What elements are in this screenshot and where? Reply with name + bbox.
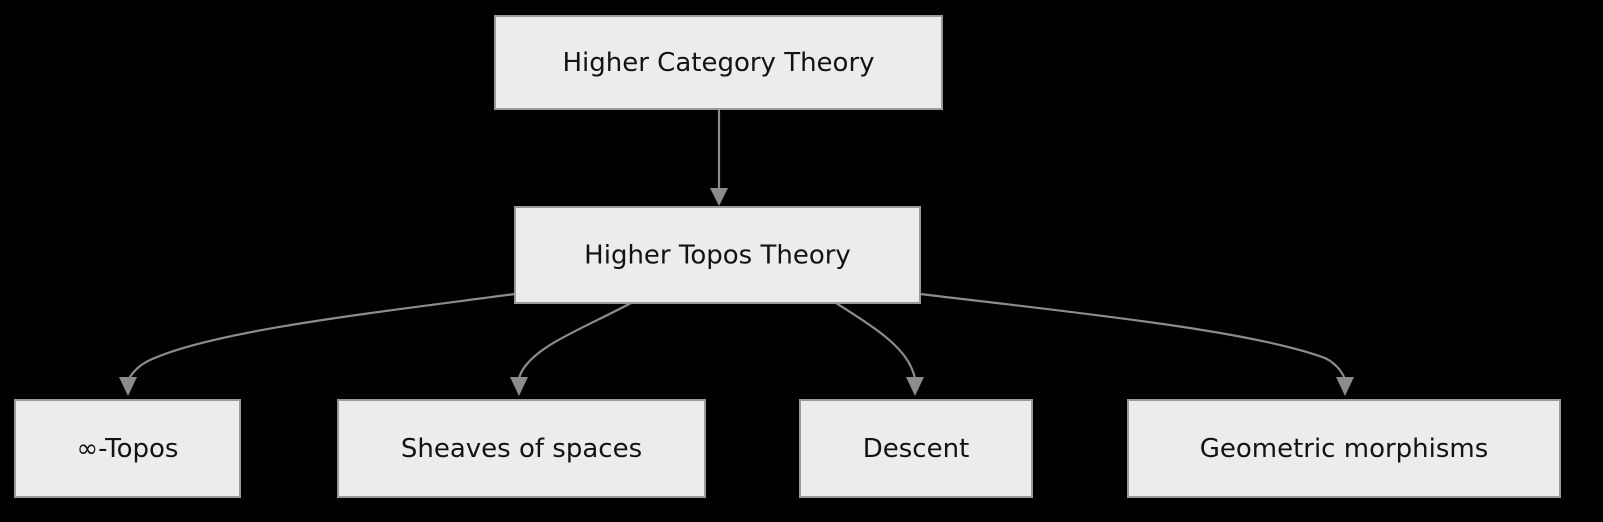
arrowhead-icon	[119, 377, 137, 396]
node-box[interactable]	[337, 399, 706, 498]
flow-node-sheaves-of-spaces[interactable]: Sheaves of spaces	[337, 399, 706, 498]
node-label: Higher Topos Theory	[584, 241, 851, 271]
flow-node-higher-category-theory[interactable]: Higher Category Theory	[494, 15, 943, 110]
edge-line	[127, 292, 516, 381]
arrowhead-icon	[710, 188, 728, 206]
flow-node-infinity-topos[interactable]: ∞-Topos	[14, 399, 241, 498]
node-label: Geometric morphisms	[1200, 434, 1489, 464]
edge-line	[919, 292, 1347, 381]
node-box[interactable]	[1127, 399, 1561, 498]
arrowhead-icon	[510, 377, 528, 396]
edges-layer	[119, 109, 1354, 396]
node-box[interactable]	[514, 206, 921, 304]
flow-edge	[710, 109, 728, 206]
node-box[interactable]	[494, 15, 943, 110]
node-box[interactable]	[799, 399, 1033, 498]
node-label: Descent	[863, 434, 970, 464]
flow-edge	[919, 292, 1354, 396]
flow-edge	[119, 292, 516, 396]
flow-edge	[835, 302, 924, 396]
flow-node-higher-topos-theory[interactable]: Higher Topos Theory	[514, 206, 921, 304]
arrowhead-icon	[1336, 377, 1354, 396]
flow-node-geometric-morphisms[interactable]: Geometric morphisms	[1127, 399, 1561, 498]
edge-line	[517, 302, 632, 381]
node-label: Higher Category Theory	[562, 48, 874, 78]
edge-line	[835, 302, 917, 381]
node-label: Sheaves of spaces	[401, 434, 642, 464]
flow-edge	[510, 302, 632, 396]
arrowhead-icon	[906, 377, 924, 396]
node-box[interactable]	[14, 399, 241, 498]
node-label: ∞-Topos	[77, 434, 179, 464]
flow-node-descent[interactable]: Descent	[799, 399, 1033, 498]
